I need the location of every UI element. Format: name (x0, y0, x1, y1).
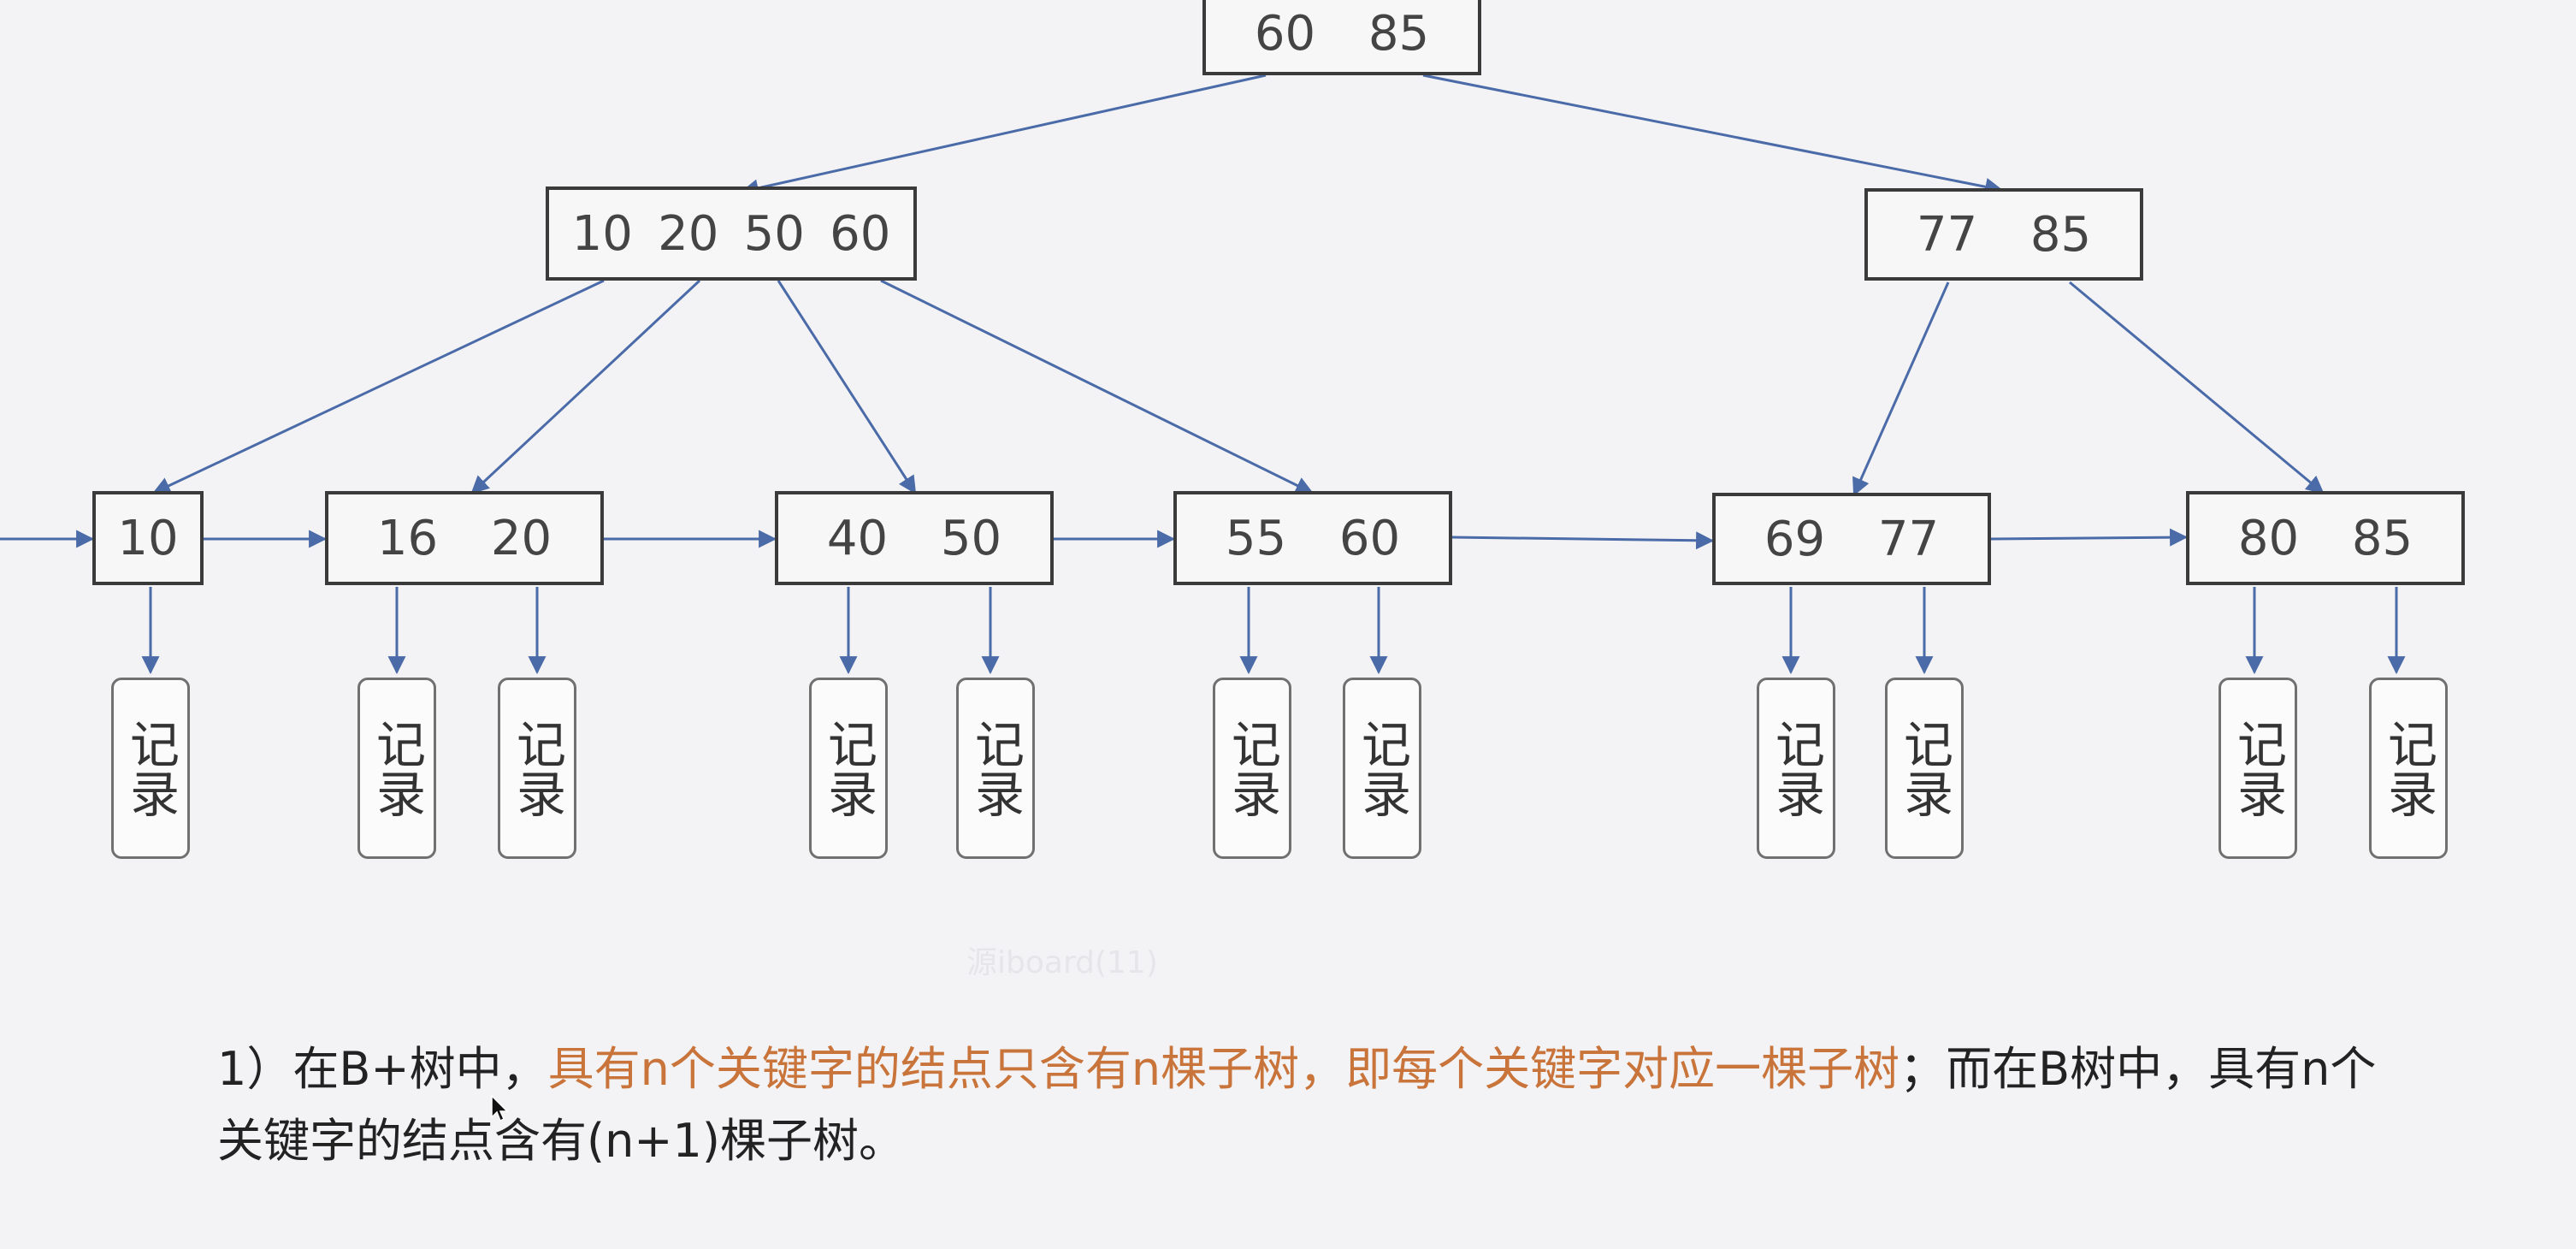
root-key: 60 (1254, 5, 1316, 62)
record-box: 记录 (1343, 678, 1421, 859)
mouse-cursor-icon (491, 1095, 509, 1122)
internal-key: 77 (1916, 206, 1978, 263)
leaf-key: 50 (940, 510, 1002, 566)
edge-internal-to-leaf (880, 279, 1314, 494)
caption-prefix: 1）在B+树中， (217, 1042, 548, 1096)
leaf-node: 69 77 (1712, 493, 1991, 585)
internal-node-left: 10 20 50 60 (546, 186, 917, 281)
leaf-node: 16 20 (325, 491, 604, 585)
leaf-key: 85 (2351, 510, 2414, 566)
leaf-key: 20 (490, 510, 552, 566)
leaf-key: 60 (1338, 510, 1401, 566)
edge-leaf-chain (1990, 528, 2189, 547)
leaf-node: 10 (92, 491, 204, 585)
leaf-node: 80 85 (2186, 491, 2465, 585)
record-box: 记录 (1213, 678, 1291, 859)
leaf-key: 77 (1877, 511, 1940, 567)
record-box: 记录 (956, 678, 1035, 859)
caption-highlight: 具有n个关键字的结点只含有n棵子树，即每个关键字对应一棵子树 (547, 1042, 1900, 1096)
root-key: 85 (1368, 5, 1430, 62)
caption-suffix: ；而在B树中，具有n个关键字的结点含有(n+1)棵子树。 (217, 1042, 2377, 1168)
root-node: 60 85 (1202, 0, 1481, 75)
record-box: 记录 (111, 678, 190, 859)
edge-internal-to-leaf (152, 279, 605, 494)
leaf-key: 40 (826, 510, 889, 566)
leaf-key: 80 (2237, 510, 2300, 566)
edge-internal-to-leaf (777, 280, 917, 494)
edge-leaf-chain (1451, 531, 1715, 550)
internal-node-right: 77 85 (1864, 188, 2143, 281)
internal-key: 10 (571, 205, 633, 262)
leaf-node: 40 50 (775, 491, 1054, 585)
record-box: 记录 (809, 678, 888, 859)
edge-root-to-internal (740, 74, 1267, 198)
leaf-node: 55 60 (1173, 491, 1452, 585)
record-box: 记录 (2369, 678, 2448, 859)
edge-internal-to-leaf (1852, 281, 1950, 496)
caption-text: 1）在B+树中，具有n个关键字的结点只含有n棵子树，即每个关键字对应一棵子树；而… (217, 1033, 2407, 1177)
faint-watermark: 源iboard(11) (966, 945, 1158, 980)
leaf-key: 69 (1764, 511, 1826, 567)
edge-internal-to-leaf (2069, 281, 2325, 494)
internal-key: 60 (830, 205, 891, 262)
leaf-key: 10 (117, 510, 179, 566)
record-box: 记录 (357, 678, 436, 859)
record-box: 记录 (2219, 678, 2297, 859)
internal-key: 20 (658, 205, 719, 262)
internal-key: 85 (2029, 206, 2092, 263)
record-box: 记录 (498, 678, 576, 859)
leaf-key: 16 (376, 510, 439, 566)
internal-key: 50 (743, 205, 805, 262)
leaf-key: 55 (1225, 510, 1287, 566)
edge-internal-to-leaf (470, 279, 701, 494)
record-box: 记录 (1757, 678, 1835, 859)
record-box: 记录 (1885, 678, 1964, 859)
edge-root-to-internal (1422, 74, 2004, 196)
